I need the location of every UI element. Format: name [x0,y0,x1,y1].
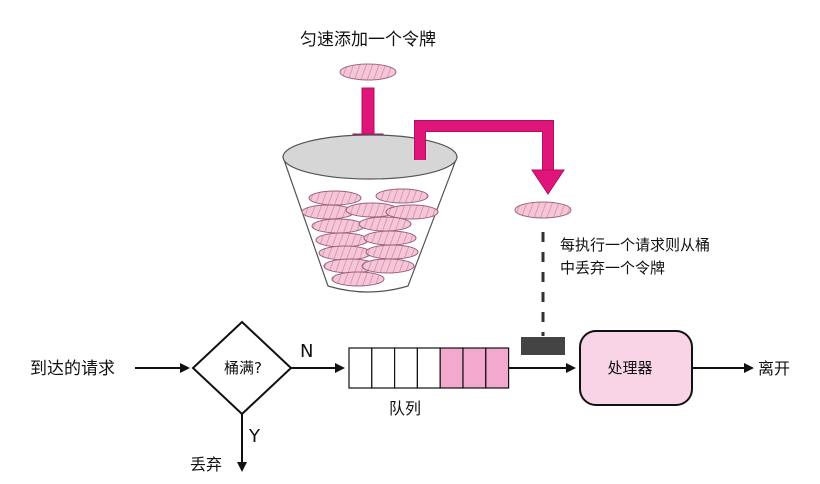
queue-slot-empty [416,347,441,389]
bucket-token [301,204,355,220]
incoming-token [339,63,397,81]
top-label: 匀速添加一个令牌 [300,30,436,50]
side-label-line1: 每执行一个请求则从桶 [560,236,710,254]
bucket-tokens [301,188,439,287]
bucket-token [311,218,365,234]
removed-token [514,201,572,219]
bucket-token [375,188,429,204]
queue-slot-filled [485,347,510,389]
branch-n-label: N [300,341,313,362]
queue-slot-empty [394,347,419,389]
dark-trigger-block [521,337,565,355]
bucket-token [358,216,412,232]
leave-label: 离开 [758,359,790,378]
token-bucket [282,134,458,293]
decision-label: 桶满? [224,359,262,377]
bucket-token [331,271,385,287]
queue-slot-filled [439,347,464,389]
queue-slot-empty [371,347,396,389]
queue [348,347,510,389]
queue-slot-filled [462,347,487,389]
processor-label: 处理器 [607,359,652,377]
bucket-token [365,244,419,260]
bucket-token [363,230,417,246]
bucket-token [361,258,415,274]
branch-y-label: Y [248,426,261,447]
bucket-token [308,190,362,206]
bucket-token [318,245,372,261]
token-output-arrow [414,120,565,195]
bucket-token [315,232,369,248]
bucket-token [385,204,439,220]
discard-label: 丢弃 [190,455,222,474]
queue-label: 队列 [389,399,421,418]
queue-slot-empty [348,347,373,389]
side-label-line2: 中丢弃一个令牌 [560,259,665,277]
arriving-label: 到达的请求 [30,359,115,379]
